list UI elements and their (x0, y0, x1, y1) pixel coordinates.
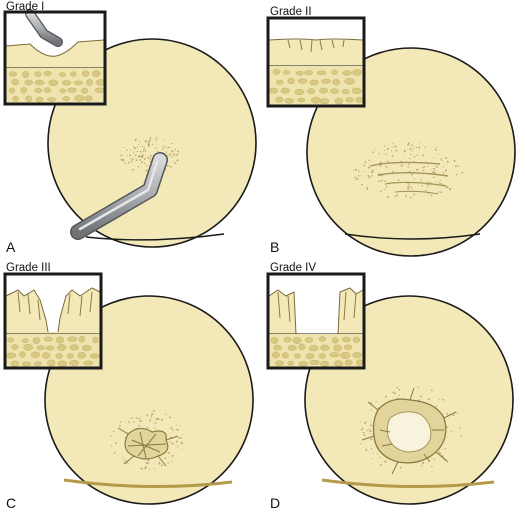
panel-letter: A (6, 239, 16, 255)
inset-grade-2 (266, 16, 366, 108)
panel-c: Grade III C (3, 262, 254, 511)
bone-icon (270, 336, 363, 367)
panel-letter: D (270, 495, 280, 511)
probe-icon (70, 152, 168, 240)
bone-icon (5, 335, 100, 367)
bone-icon (8, 70, 106, 103)
panel-a: Grade I A (3, 1, 257, 255)
bone-icon (268, 68, 364, 105)
panel-b: Grade II B (266, 6, 516, 257)
grade-label: Grade III (6, 262, 51, 274)
panel-d: Grade IV D (266, 262, 514, 511)
grade-label: Grade I (6, 1, 44, 13)
lesion-grade-2 (352, 142, 464, 199)
grade-label: Grade IV (270, 262, 316, 274)
lesion-grade-4 (360, 386, 462, 475)
panel-letter: C (6, 495, 16, 511)
inset-grade-3 (3, 272, 103, 370)
panel-letter: B (270, 239, 279, 255)
inset-grade-1 (3, 9, 107, 106)
probe-icon (25, 9, 63, 47)
inset-grade-4 (266, 272, 366, 370)
grade-label: Grade II (270, 6, 312, 18)
lesion-grade-3 (110, 409, 183, 470)
